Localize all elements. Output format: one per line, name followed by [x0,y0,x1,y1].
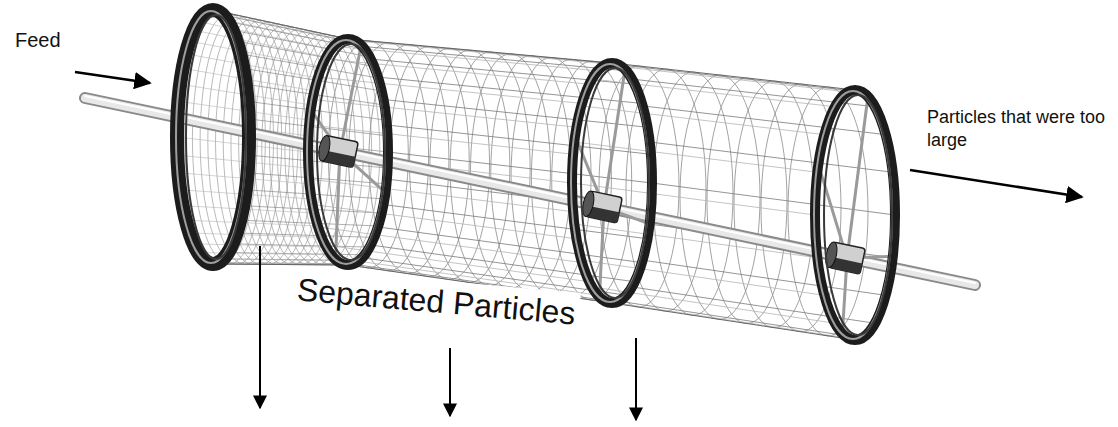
support-ring [307,39,388,265]
mesh-wire [632,287,875,323]
ring-outer [572,63,652,303]
mesh-wires [308,40,652,302]
ring-inner [824,95,892,335]
hub-face [317,134,332,162]
mesh-wire [378,77,642,103]
ring-outer [308,39,388,265]
cylinder-top-edge [213,10,855,90]
hub [317,134,359,167]
mesh-wires [572,65,895,338]
ring-outer [815,90,895,340]
spoke [340,50,360,152]
spoke [847,101,867,258]
feed-arrow [75,72,150,83]
down-arrow [635,338,637,420]
ring-inner [581,68,649,298]
input-label: Feed [15,27,61,53]
mesh-wire [186,54,318,78]
ring-outer [177,10,249,264]
mesh-wire [240,220,378,226]
ring-highlight [571,64,649,302]
ring-inner [186,15,246,259]
support-ring [814,90,895,340]
down-arrow [449,348,451,416]
mesh-wire [362,46,626,70]
ring-inner [317,44,385,260]
mesh-wire [581,260,824,295]
mesh-wire [186,220,318,226]
support-ring [176,10,249,264]
support-rings [176,10,895,340]
mesh-wire [325,59,589,84]
mesh-wire [313,99,577,127]
cylinder-bottom-edge [213,264,855,340]
mesh-wire [650,142,893,172]
output-label: Separated Particles [291,268,581,335]
down-arrow [259,246,261,408]
spoke-set [821,101,889,328]
ring-highlight [307,40,385,264]
ring-highlight [176,11,246,263]
mesh-wire [313,205,577,239]
screen-mesh [177,10,895,340]
mesh-wire [198,21,331,49]
support-ring [571,63,652,303]
output-label: Particles that were too large [927,106,1112,152]
spoke-set [314,50,382,255]
spoke-set [578,74,646,292]
mesh-wire [189,233,321,237]
mesh-wire [619,65,862,92]
hub [824,241,866,274]
hub [581,190,623,223]
spoke [336,152,340,255]
ring-highlight [814,91,892,339]
mesh-wire [318,77,582,103]
oversize-arrow [910,170,1082,197]
mesh-wire [652,183,895,215]
mesh-wire [383,99,647,127]
mesh-wire [643,106,886,135]
spoke [604,74,624,207]
